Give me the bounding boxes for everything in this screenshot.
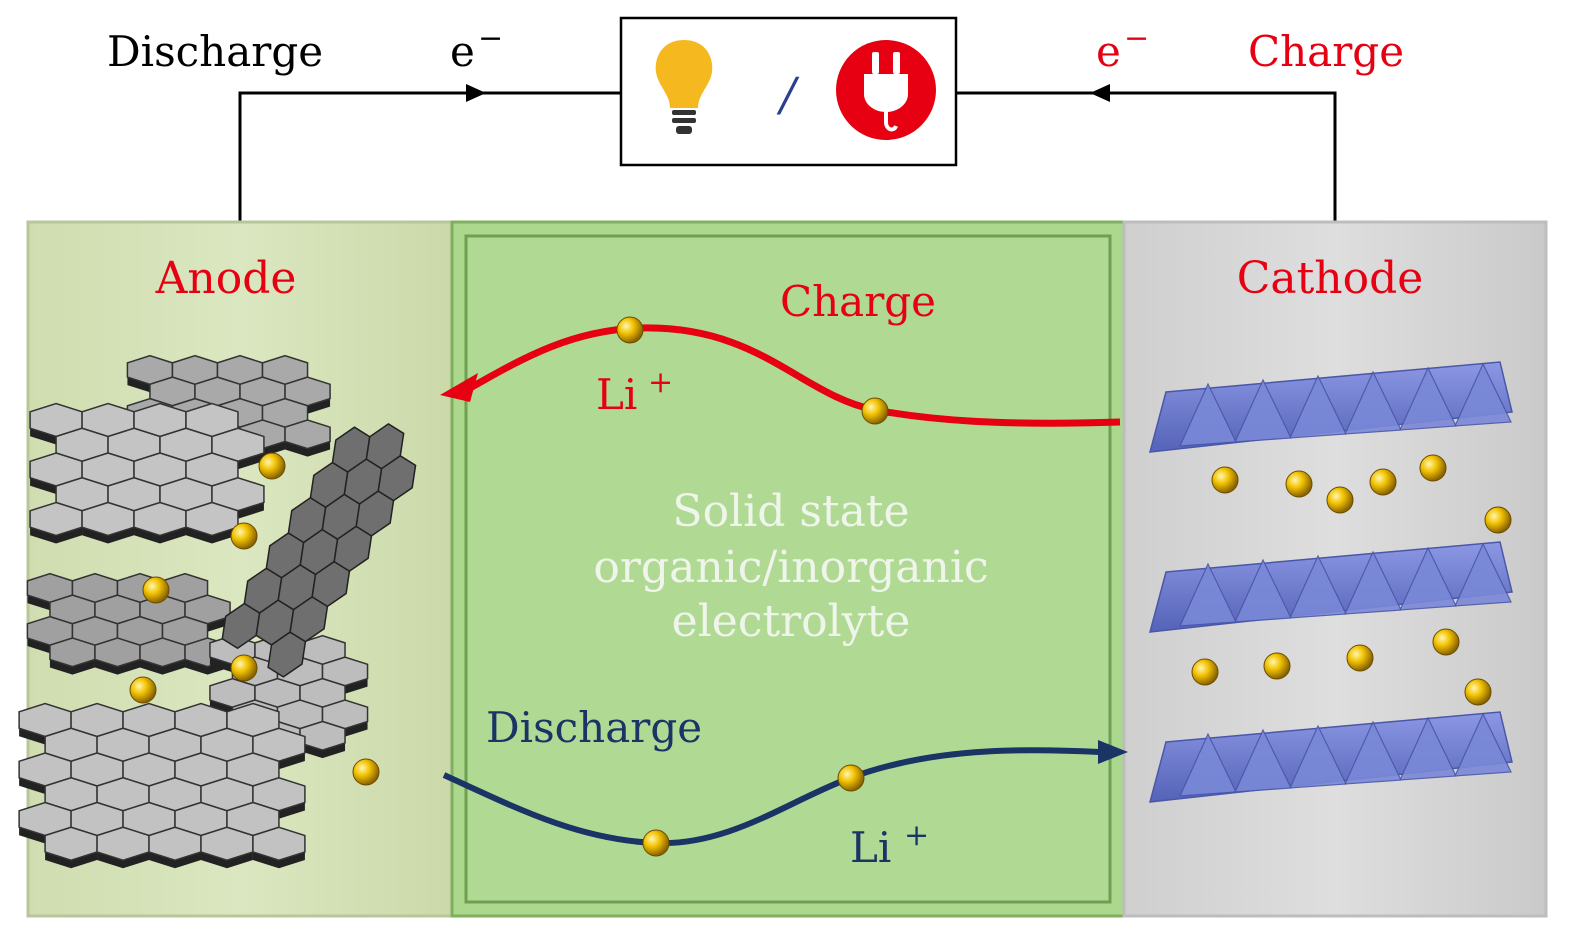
- light-bulb-icon: [655, 40, 713, 134]
- electron-arrow-left: [466, 84, 486, 102]
- discharge-label-top: Discharge: [107, 27, 323, 76]
- li-ion-ball: [1419, 454, 1447, 482]
- charge-path: Charge Li +: [440, 277, 1121, 427]
- electron-arrow-right: [1090, 84, 1110, 102]
- li-ion-ball: [1263, 652, 1291, 680]
- electrolyte-line-1: Solid state: [672, 486, 909, 537]
- li-ion-ball: [129, 676, 157, 704]
- svg-text:Li: Li: [596, 370, 637, 419]
- li-ion-ball: [230, 654, 258, 682]
- electron-label-left: e −: [450, 21, 503, 76]
- li-ion-ball: [1346, 644, 1374, 672]
- li-ion-ball: [1285, 470, 1313, 498]
- load-source-box: /: [619, 16, 958, 167]
- svg-text:+: +: [648, 365, 673, 400]
- graphene-layers: [18, 354, 417, 869]
- charge-label-top: Charge: [1248, 27, 1404, 76]
- svg-text:e: e: [1096, 27, 1121, 76]
- li-ion-ball: [1326, 486, 1354, 514]
- li-ion-ball: [837, 764, 865, 792]
- electron-label-right: e −: [1096, 21, 1149, 76]
- electrolyte-panel: Solid state organic/inorganic electrolyt…: [450, 220, 1126, 918]
- discharge-path: Discharge Li +: [442, 703, 1128, 872]
- li-ion-ball: [1432, 628, 1460, 656]
- graphene-sheet-3: [26, 572, 231, 675]
- charge-arrowhead: [440, 373, 478, 402]
- cathode-layer-1: [1148, 361, 1513, 453]
- li-ion-ball: [642, 829, 670, 857]
- cathode-layers: [1148, 361, 1513, 803]
- anode-label: Anode: [155, 253, 297, 304]
- cathode-layer-3: [1148, 711, 1513, 803]
- svg-text:+: +: [904, 818, 929, 853]
- cathode-layer-2: [1148, 541, 1513, 633]
- graphene-sheet-5: [18, 702, 306, 869]
- li-ion-balls: [129, 316, 1512, 857]
- discharge-arrowhead: [1098, 740, 1128, 764]
- svg-text:Li: Li: [850, 823, 891, 872]
- anode-panel: Anode: [18, 220, 454, 918]
- svg-text:e: e: [450, 27, 475, 76]
- li-ion-ball: [616, 316, 644, 344]
- charge-path-label: Charge: [780, 277, 936, 326]
- li-ion-ball: [142, 576, 170, 604]
- svg-text:−: −: [1124, 21, 1149, 56]
- li-ion-ball: [352, 758, 380, 786]
- li-ion-ball: [1211, 466, 1239, 494]
- graphene-sheet-2: [29, 402, 265, 544]
- li-ion-label-charge: Li +: [596, 365, 673, 419]
- external-circuit: [238, 84, 1337, 222]
- li-ion-ball: [258, 452, 286, 480]
- graphene-sheet-tilted: [221, 422, 417, 678]
- electrolyte-line-2: organic/inorganic: [593, 542, 988, 593]
- electrolyte-line-3: electrolyte: [672, 596, 911, 647]
- li-ion-ball: [1191, 658, 1219, 686]
- power-plug-icon: [836, 40, 936, 140]
- li-ion-ball: [1369, 468, 1397, 496]
- svg-text:−: −: [478, 21, 503, 56]
- li-ion-ball: [230, 522, 258, 550]
- li-ion-label-discharge: Li +: [850, 818, 929, 872]
- cathode-label: Cathode: [1237, 253, 1424, 304]
- li-ion-ball: [1484, 506, 1512, 534]
- cathode-panel: Cathode: [1122, 220, 1548, 918]
- li-ion-ball: [861, 397, 889, 425]
- discharge-path-label: Discharge: [486, 703, 702, 752]
- li-ion-ball: [1464, 678, 1492, 706]
